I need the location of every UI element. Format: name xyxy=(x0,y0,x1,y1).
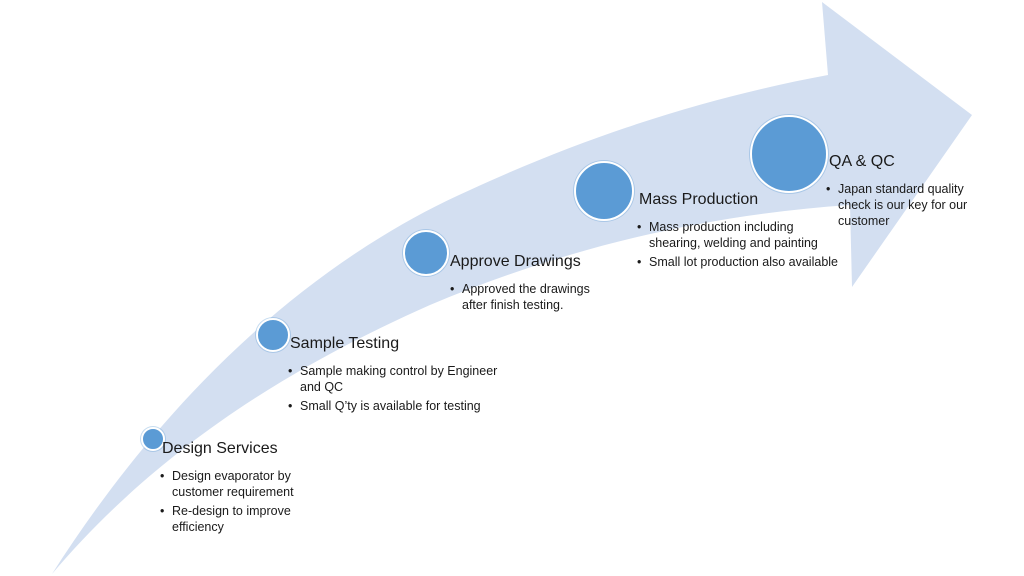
step-bullet: Re-design to improve efficiency xyxy=(160,503,325,535)
step-bullets: Mass production including shearing, weld… xyxy=(637,219,842,273)
step-bullet: Mass production including shearing, weld… xyxy=(637,219,842,251)
step-bullet: Sample making control by Engineer and QC xyxy=(288,363,503,395)
step-title: Mass Production xyxy=(639,191,759,208)
step-marker xyxy=(141,427,165,451)
step-marker xyxy=(574,161,634,221)
step-title: Design Services xyxy=(162,440,278,457)
step-marker xyxy=(256,318,290,352)
step-bullet: Japan standard quality check is our key … xyxy=(826,181,971,229)
step-bullets: Japan standard quality check is our key … xyxy=(826,181,971,232)
step-title: QA & QC xyxy=(829,153,895,170)
step-marker xyxy=(403,230,449,276)
curved-arrow-shape xyxy=(52,2,972,574)
step-marker xyxy=(750,115,828,193)
step-bullets: Design evaporator by customer requiremen… xyxy=(160,468,325,538)
step-bullet: Small Q’ty is available for testing xyxy=(288,398,503,414)
step-bullets: Sample making control by Engineer and QC… xyxy=(288,363,503,417)
step-bullet: Design evaporator by customer requiremen… xyxy=(160,468,325,500)
step-title: Approve Drawings xyxy=(450,253,581,270)
step-title: Sample Testing xyxy=(290,335,400,352)
step-bullet: Approved the drawings after finish testi… xyxy=(450,281,610,313)
step-bullet: Small lot production also available xyxy=(637,254,842,270)
step-bullets: Approved the drawings after finish testi… xyxy=(450,281,610,316)
